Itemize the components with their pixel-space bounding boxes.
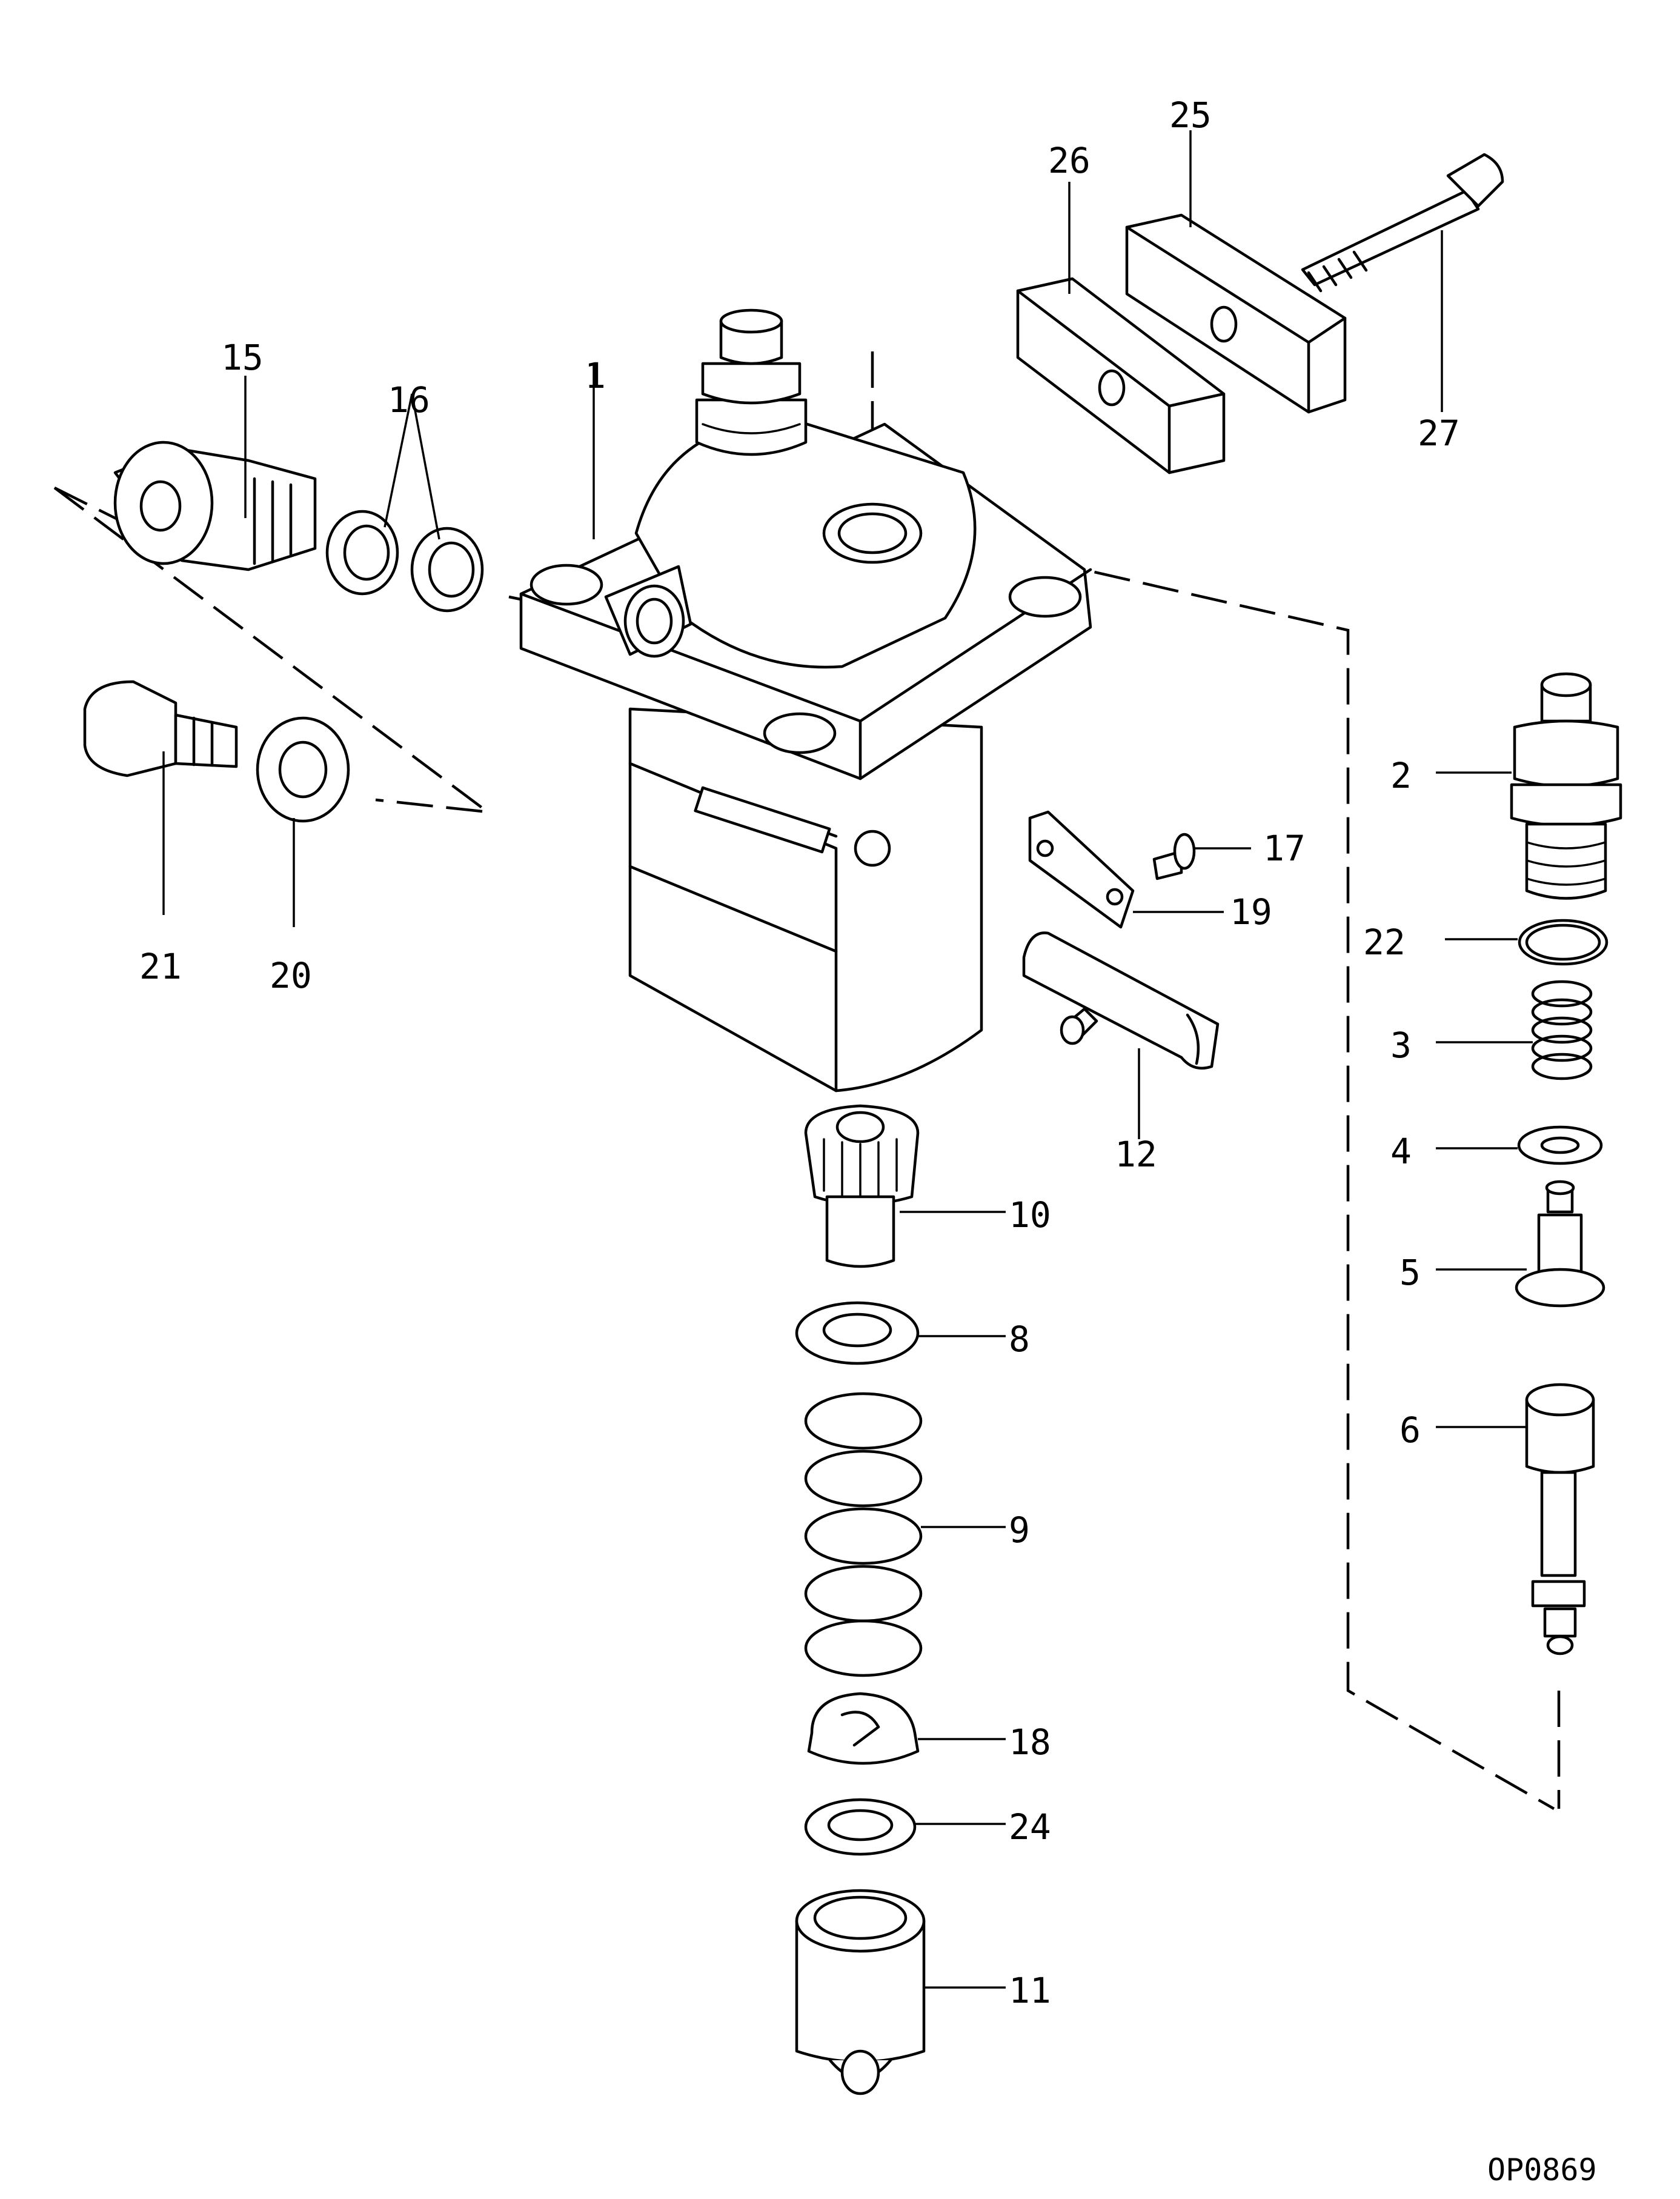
callout-3: 3 [1390,1025,1412,1066]
part-19-plate [1028,810,1135,929]
callout-24: 24 [1009,1806,1051,1848]
part-3-delivery-spring [1531,980,1593,1080]
callout-12: 12 [1115,1134,1157,1175]
part-21-bolt [83,680,238,777]
callout-20: 20 [270,955,312,996]
callout-17: 17 [1263,828,1306,869]
part-11-roller-tappet [795,1889,926,2095]
part-15-banjo-bolt [113,441,317,571]
part-17-screw [1152,833,1196,880]
pump-body [519,308,1092,1093]
callout-22: 22 [1363,922,1406,963]
callout-5: 5 [1399,1252,1421,1293]
part-25-plate [1125,213,1347,414]
callout-21: 21 [139,946,182,987]
callout-11: 11 [1009,1970,1051,2011]
callout-27: 27 [1418,413,1460,454]
callout-10: 10 [1009,1194,1051,1236]
callout-19: 19 [1230,891,1272,933]
part-18-spring-retainer [807,1692,920,1765]
callout-labels: 1 2 3 4 5 6 8 9 10 11 12 15 16 17 18 19 … [139,95,1597,2187]
callout-15: 15 [221,337,264,378]
part-12-shaft [1022,931,1220,1070]
part-9-plunger-spring [804,1392,923,1677]
callout-4: 4 [1390,1131,1412,1172]
part-24-shim [804,1798,917,1856]
part-4-washer [1517,1125,1603,1165]
callout-2: 2 [1390,755,1412,796]
part-16-gaskets [325,510,484,613]
part-22-o-ring [1518,919,1609,966]
callout-25: 25 [1169,95,1212,136]
drawing-code: OP0869 [1487,2152,1597,2187]
part-6-plunger [1525,1383,1595,1655]
callout-8: 8 [1009,1319,1030,1360]
part-10-tappet [804,1104,920,1268]
callout-26: 26 [1048,140,1091,181]
callout-6: 6 [1399,1409,1421,1451]
part-8-spring-seat [795,1301,920,1365]
leader-lines [162,130,1533,1989]
callout-16: 16 [388,379,430,421]
part-26-plate [1016,277,1226,474]
callout-1: 1 [585,355,606,396]
part-5-delivery-valve [1515,1180,1605,1308]
part-27-long-bolt [1301,153,1504,293]
part-2-delivery-valve-holder [1510,672,1622,900]
callout-9: 9 [1009,1509,1030,1551]
part-20-washer [256,716,350,823]
callout-18: 18 [1009,1722,1051,1763]
